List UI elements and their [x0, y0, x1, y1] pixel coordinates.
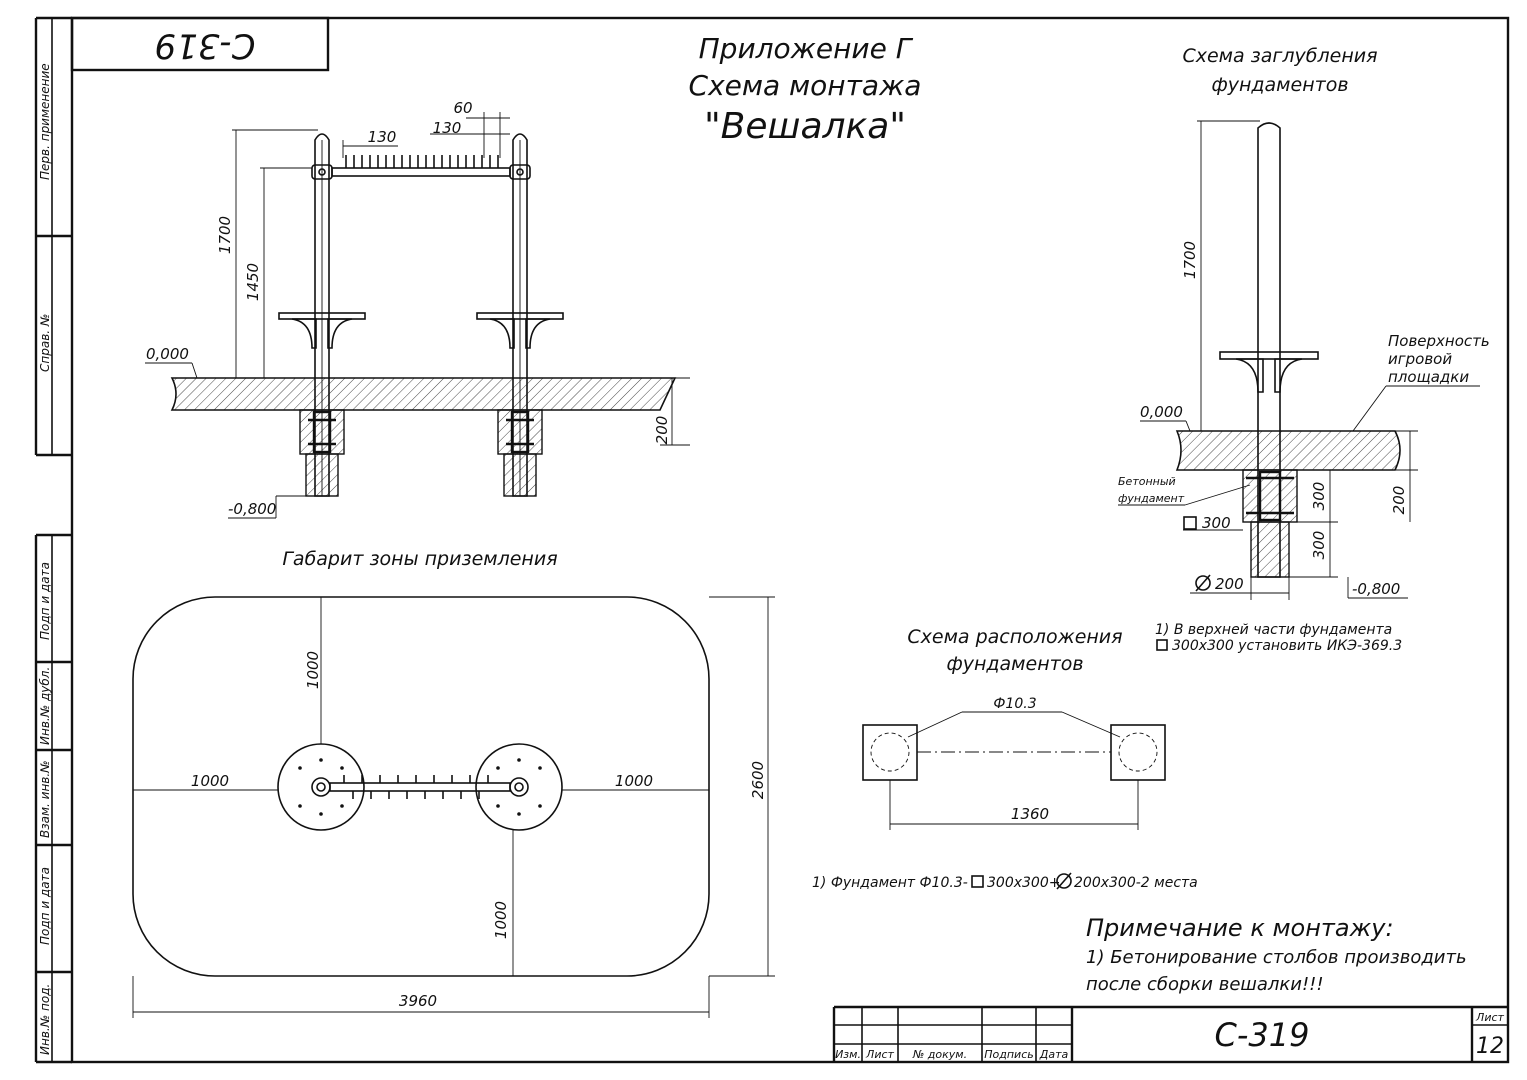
front-dim-60: 60 [453, 99, 472, 117]
notes-line-2: после сборки вешалки!!! [1086, 974, 1324, 995]
zone-title: Габарит зоны приземления [282, 548, 557, 570]
layout-title-2: фундаментов [946, 653, 1083, 675]
layout-dim-1360: 1360 [1011, 805, 1049, 823]
depth-dim-1700: 1700 [1181, 241, 1199, 279]
sheet-frame [34, 16, 1510, 1064]
square-symbol [1156, 639, 1168, 651]
concrete-label-1: Бетонный [1118, 475, 1176, 488]
zone-dim-right: 1000 [615, 772, 653, 790]
landing-zone-plan [132, 596, 775, 1018]
front-dim-200: 200 [653, 416, 671, 445]
surface-label-2: игровой [1388, 350, 1452, 368]
front-level-bottom: -0,800 [228, 500, 276, 518]
depth-note-2: 300х300 установить ИКЭ-369.3 [1172, 638, 1402, 654]
zone-dim-height: 2600 [749, 761, 767, 799]
depth-square-300: 300 [1202, 514, 1231, 532]
tb-col-date: Дата [1039, 1048, 1069, 1061]
tb-col-sign: Подпись [984, 1048, 1033, 1061]
front-level-zero: 0,000 [146, 345, 189, 363]
depth-diam-200: 200 [1215, 575, 1244, 593]
tb-code: C-319 [1215, 1016, 1310, 1054]
front-dim-1450: 1450 [244, 263, 262, 301]
side-label-dup-inv: Инв.№ дубл. [38, 667, 52, 745]
layout-label: Ф10.3 [993, 696, 1036, 712]
notes-title: Примечание к монтажу: [1086, 914, 1394, 942]
code-box-text: C-319 [155, 26, 256, 66]
layout-title-1: Схема расположения [907, 626, 1122, 648]
depth-dim-300-a: 300 [1310, 482, 1328, 511]
layout-note-a: 1) Фундамент Ф10.3- [812, 875, 968, 891]
front-dim-130-a: 130 [368, 128, 397, 146]
zone-dim-bottom: 1000 [492, 901, 510, 939]
product-title: "Вешалка" [704, 106, 906, 147]
side-label-first-use: Перв. применение [38, 63, 52, 180]
notes-line-1: 1) Бетонирование столбов производить [1086, 947, 1467, 968]
side-label-replace-inv: Взам. инв.№ [38, 760, 52, 838]
zone-dim-top: 1000 [304, 651, 322, 689]
scheme-title: Схема монтажа [689, 69, 922, 102]
tb-col-list: Лист [865, 1048, 894, 1061]
zone-dim-width: 3960 [399, 992, 437, 1010]
side-label-sign-date-2: Подп и дата [38, 867, 52, 945]
front-dim-1700: 1700 [216, 216, 234, 254]
concrete-label-2: фундамент [1118, 492, 1185, 505]
surface-label-1: Поверхность [1388, 332, 1490, 350]
front-view [145, 112, 690, 519]
title-block [832, 1005, 1508, 1062]
depth-scheme-drawing [1118, 120, 1480, 600]
layout-scheme-drawing [862, 711, 1166, 890]
layout-note-c: 200х300-2 места [1074, 875, 1198, 891]
depth-title-2: фундаментов [1211, 74, 1348, 96]
tb-sheet-label: Лист [1475, 1011, 1504, 1024]
zone-dim-left: 1000 [191, 772, 229, 790]
layout-note-b: 300х300+ [987, 875, 1060, 891]
tb-col-doc: № докум. [912, 1048, 967, 1061]
depth-note-1: 1) В верхней части фундамента [1155, 622, 1392, 638]
appendix-title: Приложение Г [699, 32, 914, 65]
depth-title-1: Схема заглубления [1182, 45, 1377, 67]
depth-level-zero: 0,000 [1140, 403, 1183, 421]
depth-dim-200: 200 [1390, 486, 1408, 515]
tb-sheet-number: 12 [1476, 1034, 1504, 1059]
code-box: C-319 [70, 16, 330, 72]
front-dim-130-b: 130 [433, 119, 462, 137]
depth-dim-300-b: 300 [1310, 531, 1328, 560]
depth-level-bottom: -0,800 [1352, 580, 1400, 598]
tb-col-izm: Изм. [835, 1048, 861, 1061]
side-label-sign-date-1: Подп и дата [38, 562, 52, 640]
side-label-orig-inv: Инв.№ под. [38, 984, 52, 1055]
surface-label-3: площадки [1388, 368, 1469, 386]
side-label-ref-no: Справ. № [38, 314, 52, 372]
